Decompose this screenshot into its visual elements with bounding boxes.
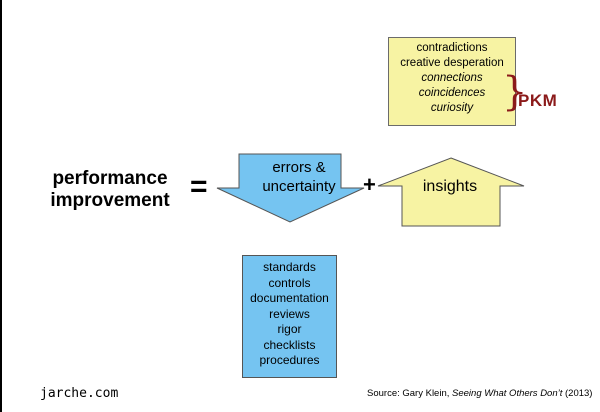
pkm-box-item: contradictions xyxy=(416,42,488,54)
errors-uncertainty-label: errors & uncertainty xyxy=(240,158,358,196)
source-title: Seeing What Others Don’t xyxy=(452,388,563,399)
pkm-label: PKM xyxy=(518,91,558,110)
source-citation: Source: Gary Klein, Seeing What Others D… xyxy=(367,388,592,399)
label-line: improvement xyxy=(50,190,170,211)
errors-list-box: standards controls documentation reviews… xyxy=(242,255,337,378)
list-item: procedures xyxy=(259,353,320,367)
pkm-box-item: curiosity xyxy=(430,102,474,114)
pkm-box-item: coincidences xyxy=(418,87,486,99)
source-prefix: Source: Gary Klein, xyxy=(367,388,453,399)
down-arrow-shape xyxy=(216,153,365,223)
pkm-box: contradictions creative desperation conn… xyxy=(388,37,516,126)
up-arrow-shape xyxy=(377,157,525,227)
list-item: standards xyxy=(263,260,316,274)
left-edge-line xyxy=(0,0,2,412)
performance-improvement-label: performance improvement xyxy=(30,168,190,212)
label-line: uncertainty xyxy=(262,178,336,195)
plus-sign: + xyxy=(363,172,376,197)
list-item: controls xyxy=(268,275,311,290)
insights-label: insights xyxy=(422,178,478,195)
list-item: rigor xyxy=(277,322,302,336)
list-item: checklists xyxy=(263,337,316,352)
label-line: performance xyxy=(52,168,168,189)
label-line: errors & xyxy=(272,159,326,176)
list-item: documentation xyxy=(250,291,329,305)
pkm-box-item: connections xyxy=(421,72,483,84)
list-item: reviews xyxy=(269,306,310,321)
site-credit: jarche.com xyxy=(40,386,119,401)
equals-sign: = xyxy=(190,170,208,203)
pkm-box-item: creative desperation xyxy=(400,57,504,69)
source-suffix: (2013) xyxy=(562,388,593,399)
right-brace-icon: } xyxy=(502,69,528,115)
